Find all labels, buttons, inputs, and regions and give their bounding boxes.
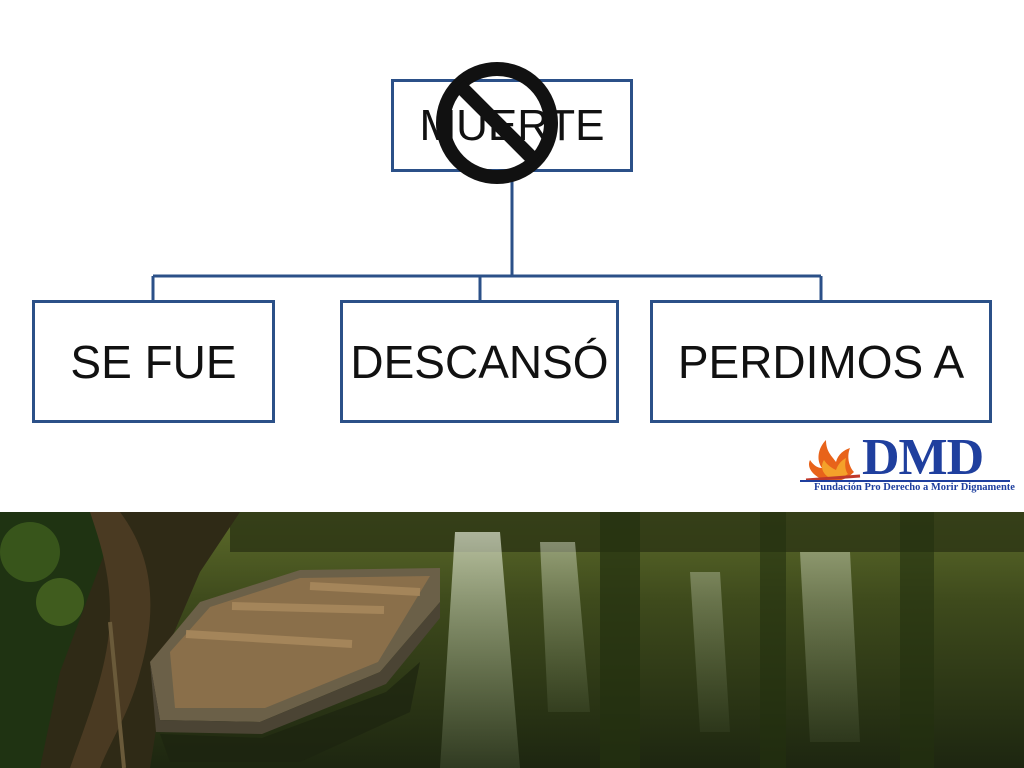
child-node-descanso: DESCANSÓ: [340, 300, 619, 423]
child-node-label: DESCANSÓ: [350, 335, 609, 388]
dmd-logo: DMD Fundación Pro Derecho a Morir Dignam…: [800, 432, 1015, 498]
child-node-label: SE FUE: [70, 335, 237, 388]
child-node-perdimos-a: PERDIMOS A: [650, 300, 992, 423]
river-boat-photo: [0, 512, 1024, 768]
flame-leaf-icon: [805, 440, 861, 482]
logo-wordmark: DMD: [862, 429, 984, 486]
logo-rule: [800, 480, 1010, 482]
logo-tagline: Fundación Pro Derecho a Morir Dignamente: [814, 482, 1015, 493]
child-node-label: PERDIMOS A: [677, 335, 965, 388]
child-node-se-fue: SE FUE: [32, 300, 275, 423]
